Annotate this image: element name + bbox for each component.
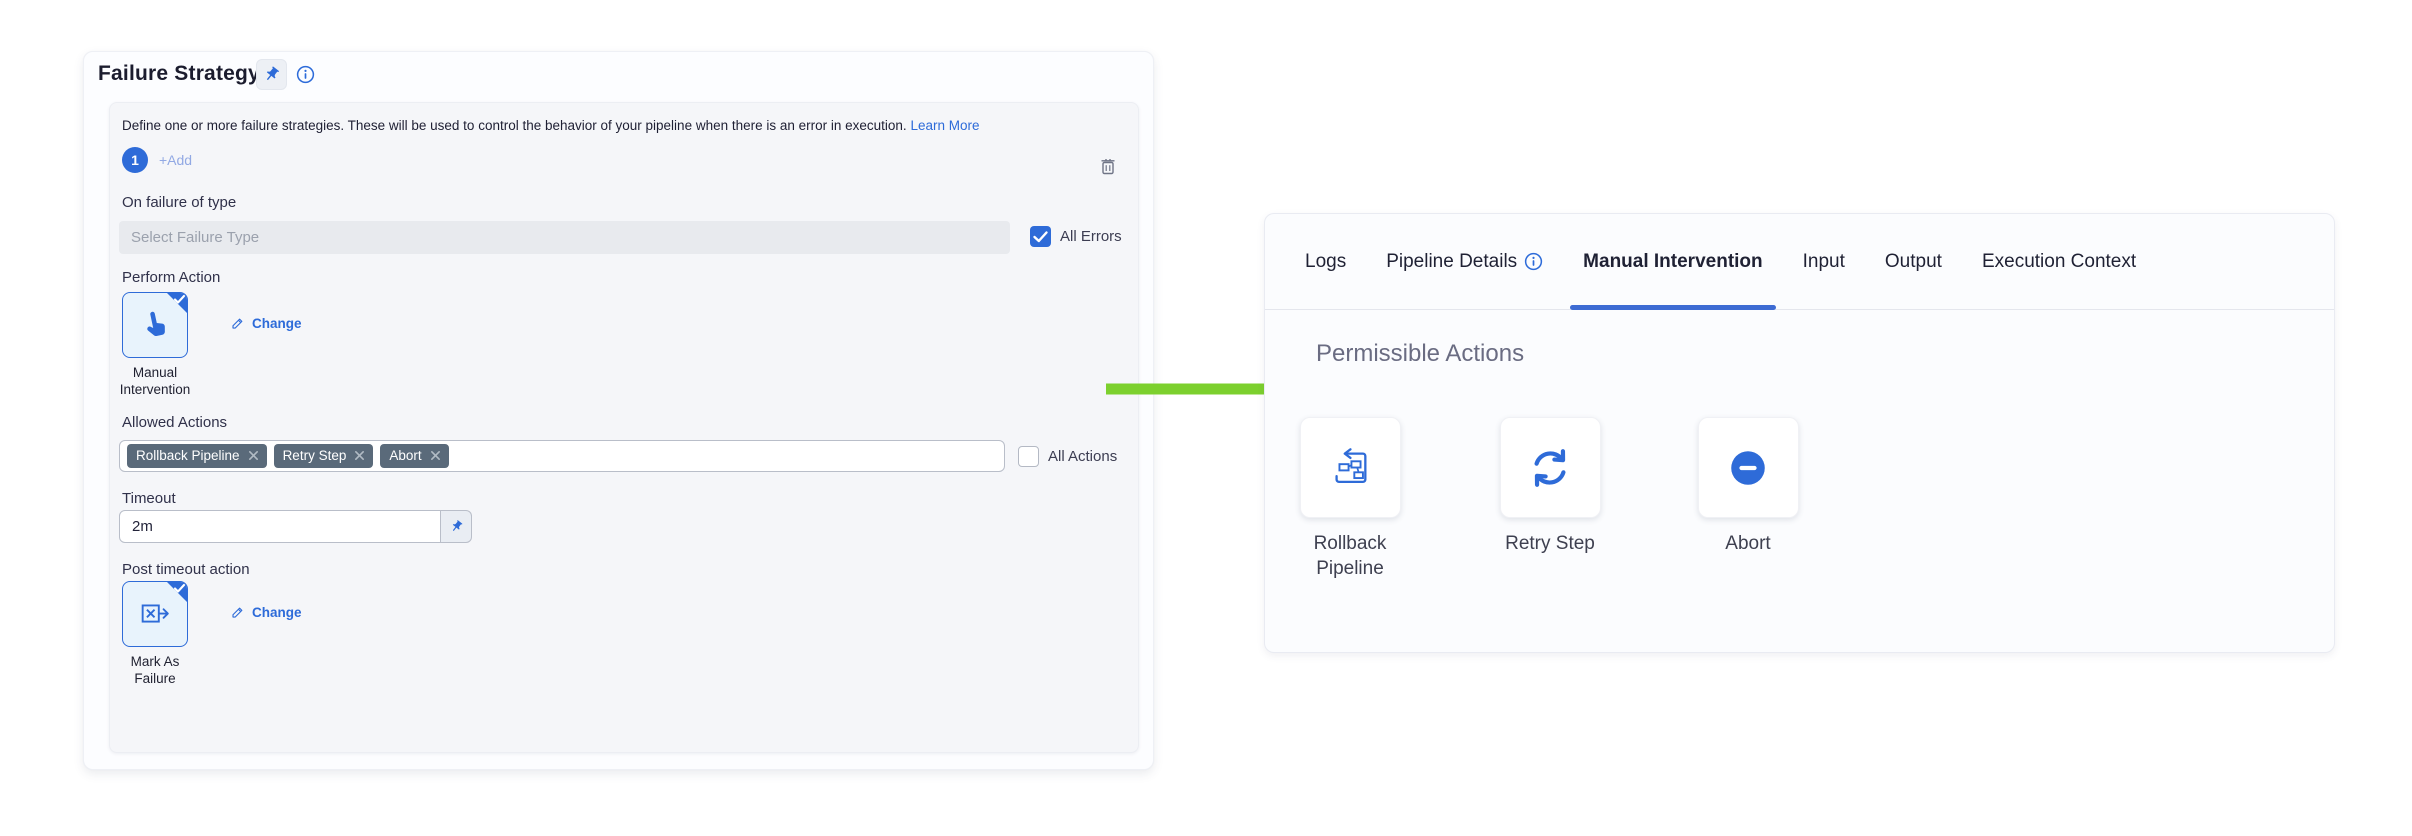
all-actions-checkbox-row[interactable]: All Actions bbox=[1018, 446, 1117, 467]
abort-icon bbox=[1731, 450, 1765, 485]
action-label: Rollback Pipeline bbox=[1313, 533, 1387, 579]
pin-icon bbox=[452, 520, 462, 531]
tag-close-icon[interactable] bbox=[354, 450, 365, 461]
permissible-actions-title: Permissible Actions bbox=[1316, 340, 1525, 367]
manual-intervention-label: Manual Intervention bbox=[119, 365, 191, 397]
all-errors-checkbox-row[interactable]: All Errors bbox=[1030, 226, 1122, 247]
allowed-action-tag: Abort bbox=[380, 444, 449, 468]
timeout-pin-button[interactable] bbox=[441, 510, 472, 543]
tab-input[interactable]: Input bbox=[1802, 250, 1845, 272]
timeout-label: Timeout bbox=[122, 490, 176, 507]
pencil-icon bbox=[232, 318, 243, 329]
pin-icon bbox=[266, 66, 279, 80]
failure-strategy-panel: Failure Strategy Define one or more fail… bbox=[83, 51, 1154, 770]
strategy-index-badge[interactable]: 1 bbox=[122, 147, 148, 173]
pencil-icon bbox=[232, 607, 243, 618]
tab-output[interactable]: Output bbox=[1884, 250, 1942, 272]
strategy-tabs-row: 1 +Add bbox=[122, 147, 192, 173]
strategy-description: Define one or more failure strategies. T… bbox=[122, 118, 980, 133]
failure-type-input[interactable] bbox=[119, 221, 1010, 254]
timeout-input[interactable] bbox=[119, 510, 441, 543]
abort-card[interactable] bbox=[1697, 417, 1799, 518]
all-actions-label: All Actions bbox=[1048, 448, 1118, 465]
selected-check-icon bbox=[167, 293, 187, 313]
change-perform-action-button[interactable]: Change bbox=[230, 316, 302, 331]
execution-detail-panel: Logs Pipeline Details Manual Interventio… bbox=[1264, 213, 2335, 653]
all-actions-checkbox[interactable] bbox=[1018, 446, 1039, 467]
failure-strategy-title: Failure Strategy bbox=[98, 62, 260, 85]
hand-pointer-icon bbox=[147, 311, 165, 337]
check-icon bbox=[1033, 231, 1048, 243]
allowed-actions-input[interactable]: Rollback Pipeline Retry Step Abort bbox=[119, 440, 1005, 472]
tag-close-icon[interactable] bbox=[430, 450, 441, 461]
change-post-timeout-button[interactable]: Change bbox=[230, 605, 302, 620]
rollback-pipeline-card[interactable] bbox=[1299, 417, 1401, 518]
perform-action-label: Perform Action bbox=[122, 269, 221, 286]
post-timeout-action-label: Post timeout action bbox=[122, 561, 250, 578]
retry-icon bbox=[1534, 448, 1566, 487]
manual-intervention-card[interactable] bbox=[122, 292, 188, 358]
action-abort[interactable]: Abort bbox=[1673, 417, 1823, 557]
mark-as-failure-icon bbox=[141, 604, 169, 623]
strategy-description-text: Define one or more failure strategies. T… bbox=[122, 118, 907, 133]
tab-logs[interactable]: Logs bbox=[1305, 250, 1347, 272]
tab-pipeline-details[interactable]: Pipeline Details bbox=[1386, 214, 1543, 309]
info-icon[interactable] bbox=[296, 65, 315, 84]
learn-more-link[interactable]: Learn More bbox=[910, 118, 980, 133]
all-errors-checkbox[interactable] bbox=[1030, 226, 1051, 247]
mark-as-failure-tile[interactable]: Mark As Failure bbox=[90, 581, 220, 688]
rollback-pipeline-icon bbox=[1335, 447, 1367, 483]
allowed-action-tag: Retry Step bbox=[273, 444, 374, 468]
action-label: Retry Step bbox=[1505, 533, 1595, 554]
action-label: Abort bbox=[1725, 533, 1771, 554]
timeout-input-group bbox=[119, 510, 472, 543]
pin-runtime-input-button[interactable] bbox=[256, 59, 287, 90]
info-icon[interactable] bbox=[1524, 252, 1543, 271]
manual-intervention-tile[interactable]: Manual Intervention bbox=[90, 292, 220, 399]
allowed-action-tag: Rollback Pipeline bbox=[127, 444, 267, 468]
selected-check-icon bbox=[167, 582, 187, 602]
mark-as-failure-label: Mark As Failure bbox=[130, 654, 180, 686]
delete-strategy-trash-icon[interactable] bbox=[1098, 156, 1118, 176]
tab-execution-context[interactable]: Execution Context bbox=[1981, 250, 2137, 272]
strategy-editor-card: Define one or more failure strategies. T… bbox=[109, 102, 1139, 753]
tag-close-icon[interactable] bbox=[248, 450, 259, 461]
retry-step-card[interactable] bbox=[1499, 417, 1601, 518]
allowed-actions-label: Allowed Actions bbox=[122, 414, 228, 431]
action-retry-step[interactable]: Retry Step bbox=[1475, 417, 1625, 557]
all-errors-label: All Errors bbox=[1060, 228, 1122, 245]
action-rollback-pipeline[interactable]: Rollback Pipeline bbox=[1275, 417, 1425, 581]
tab-manual-intervention[interactable]: Manual Intervention bbox=[1570, 214, 1777, 310]
mark-as-failure-card[interactable] bbox=[122, 581, 188, 647]
on-failure-of-type-label: On failure of type bbox=[122, 194, 237, 211]
execution-tabs: Logs Pipeline Details Manual Interventio… bbox=[1265, 214, 2334, 310]
add-strategy-button[interactable]: +Add bbox=[159, 152, 193, 168]
